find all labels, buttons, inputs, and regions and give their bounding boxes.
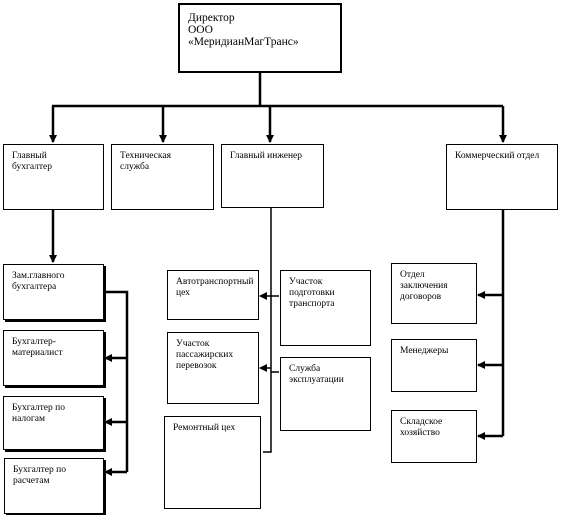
connector-engineering-trunk bbox=[263, 208, 272, 453]
operations-service-label: Служба эксплуатации bbox=[289, 364, 344, 385]
chief-engineer-box: Главный инженер bbox=[221, 144, 324, 208]
deputy-chief-accountant-box: Зам.главного бухгалтера bbox=[3, 264, 104, 320]
operations-service-box: Служба эксплуатации bbox=[280, 357, 371, 431]
repair-shop-box: Ремонтный цех bbox=[164, 416, 261, 509]
technical-service-box: Техническая служба bbox=[111, 144, 214, 210]
managers-label: Менеджеры bbox=[400, 346, 449, 356]
tax-accountant-box: Бухгалтер по налогам bbox=[3, 396, 104, 450]
motor-column-label: Автотранспортный цех bbox=[176, 277, 254, 298]
settlements-accountant-label: Бухгалтер по расчетам bbox=[13, 465, 66, 486]
technical-service-label: Техническая служба bbox=[120, 151, 171, 172]
director-label: Директор ООО «МеридианМагТранс» bbox=[188, 12, 299, 48]
connector-accounting-bracket bbox=[104, 290, 129, 472]
chief-accountant-box: Главный бухгалтер bbox=[3, 144, 104, 210]
vehicle-preparation-section-box: Участок подготовки транспорта bbox=[280, 270, 371, 346]
motor-column-box: Автотранспортный цех bbox=[167, 270, 259, 320]
chief-accountant-label: Главный бухгалтер bbox=[12, 151, 53, 172]
contracts-department-label: Отдел заключения договоров bbox=[400, 270, 448, 302]
vehicle-preparation-section-label: Участок подготовки транспорта bbox=[289, 277, 335, 309]
managers-box: Менеджеры bbox=[391, 339, 477, 392]
settlements-accountant-box: Бухгалтер по расчетам bbox=[4, 458, 104, 514]
commercial-department-box: Коммерческий отдел bbox=[446, 144, 558, 210]
passenger-transport-section-label: Участок пассажирских перевозок bbox=[176, 339, 234, 371]
warehouse-box: Складское хозяйство bbox=[391, 410, 477, 463]
tax-accountant-label: Бухгалтер по налогам bbox=[12, 403, 65, 424]
deputy-chief-accountant-label: Зам.главного бухгалтера bbox=[12, 271, 65, 292]
passenger-transport-section-box: Участок пассажирских перевозок bbox=[167, 332, 259, 404]
chief-engineer-label: Главный инженер bbox=[230, 151, 303, 161]
director-box: Директор ООО «МеридианМагТранс» bbox=[178, 3, 342, 73]
warehouse-label: Складское хозяйство bbox=[400, 417, 443, 438]
contracts-department-box: Отдел заключения договоров bbox=[391, 263, 477, 324]
commercial-department-label: Коммерческий отдел bbox=[455, 151, 540, 161]
materials-accountant-box: Бухгалтер- материалист bbox=[3, 330, 104, 386]
repair-shop-label: Ремонтный цех bbox=[173, 423, 236, 433]
materials-accountant-label: Бухгалтер- материалист bbox=[12, 337, 63, 358]
